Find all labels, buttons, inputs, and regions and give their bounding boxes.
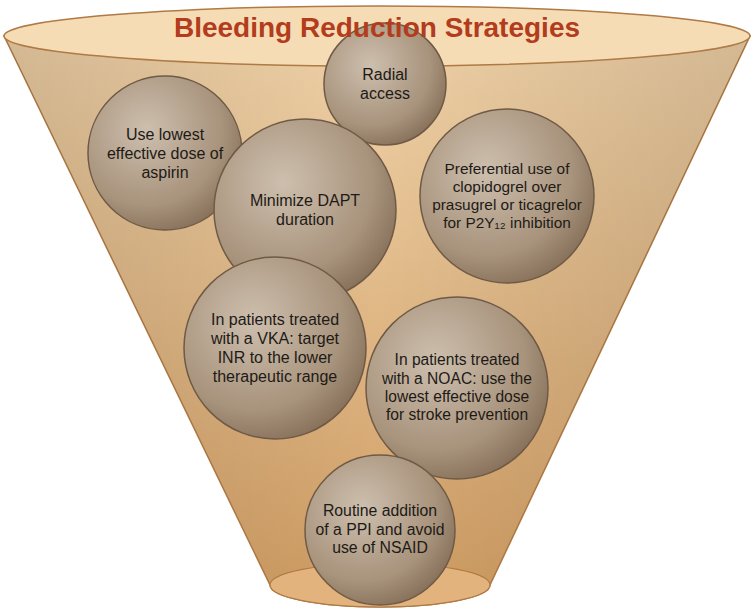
strategy-circle: In patients treated with a NOAC: use the… <box>365 296 549 480</box>
circle-outline <box>184 257 366 439</box>
strategy-text: In patients treated with a NOAC: use the… <box>382 351 532 425</box>
circle-outline <box>366 297 548 479</box>
strategy-text: Radial access <box>340 65 430 103</box>
strategy-text: Routine addition of a PPI and avoid use … <box>315 502 445 558</box>
strategy-text: Preferential use of clopidogrel over pra… <box>432 160 582 233</box>
strategy-circle: Routine addition of a PPI and avoid use … <box>304 454 456 606</box>
strategy-circle: Preferential use of clopidogrel over pra… <box>419 108 595 284</box>
strategy-circle: In patients treated with a VKA: target I… <box>183 256 367 440</box>
strategy-text: In patients treated with a VKA: target I… <box>200 310 350 386</box>
strategy-text: Minimize DAPT duration <box>245 191 365 229</box>
diagram-title: Bleeding Reduction Strategies <box>0 12 754 44</box>
circle-outline <box>420 109 594 283</box>
circle-shape <box>183 256 367 440</box>
circle-outline <box>305 455 455 605</box>
strategy-text: Use lowest effective dose of aspirin <box>105 125 225 182</box>
